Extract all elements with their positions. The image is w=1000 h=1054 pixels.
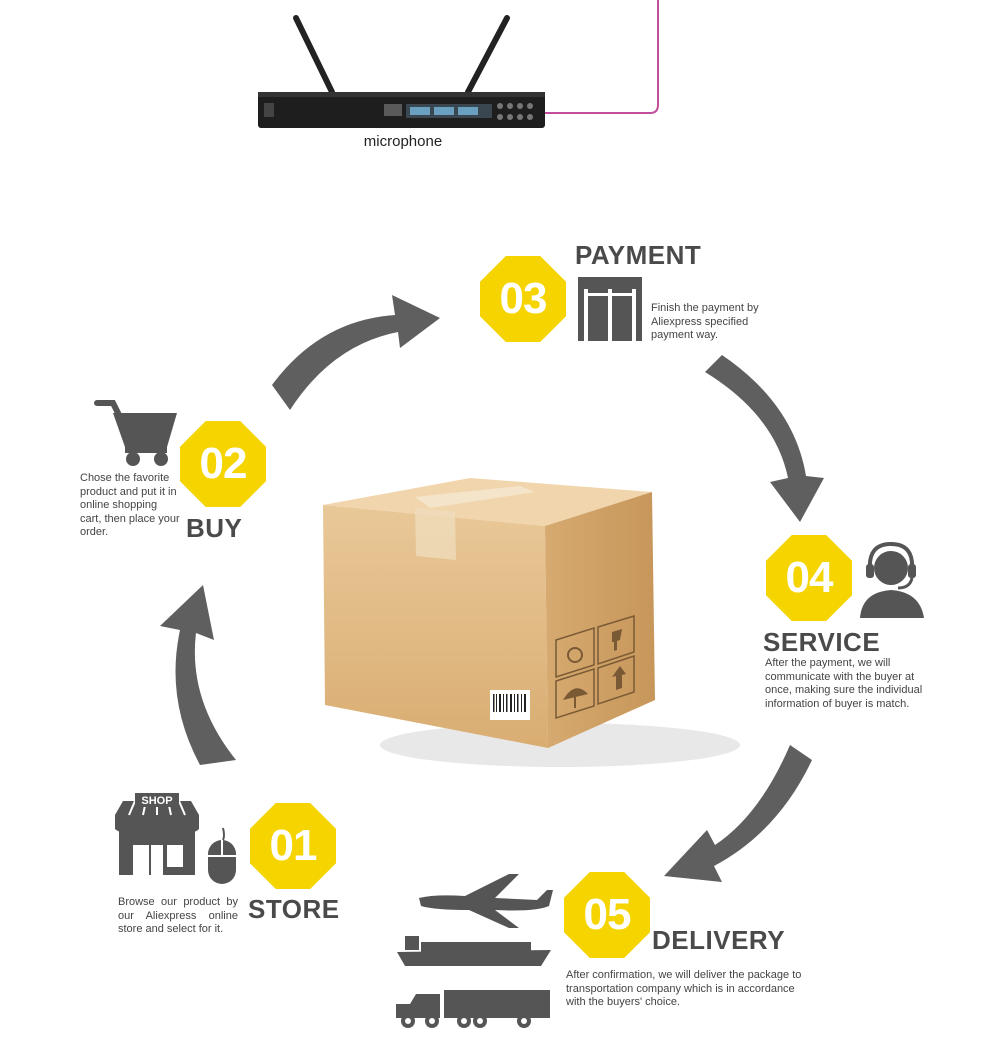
shop-sign-text: SHOP (135, 795, 179, 807)
step-02-description: Chose the favorite product and put it in… (80, 472, 180, 540)
step-04-badge: 04 (766, 535, 852, 621)
card-payment-icon (576, 273, 646, 343)
step-03-description: Finish the payment by Aliexpress specifi… (651, 302, 776, 343)
mouse-icon (203, 828, 243, 888)
airplane-icon (415, 872, 555, 932)
step-05-badge: 05 (564, 872, 650, 958)
step-01-description: Browse our product by our Aliexpress onl… (118, 896, 238, 937)
step-03-title: PAYMENT (575, 240, 701, 271)
cargo-ship-icon (395, 932, 555, 972)
step-04-title: SERVICE (763, 627, 880, 658)
step-02-title: BUY (186, 513, 242, 544)
customer-service-headset-icon (858, 540, 928, 620)
step-05-title: DELIVERY (652, 925, 785, 956)
shopping-cart-icon (95, 399, 185, 469)
step-01-title: STORE (248, 894, 340, 925)
step-01-badge: 01 (250, 803, 336, 889)
step-05-description: After confirmation, we will deliver the … (566, 969, 806, 1010)
truck-icon (392, 988, 552, 1030)
step-04-description: After the payment, we will communicate w… (765, 657, 930, 711)
